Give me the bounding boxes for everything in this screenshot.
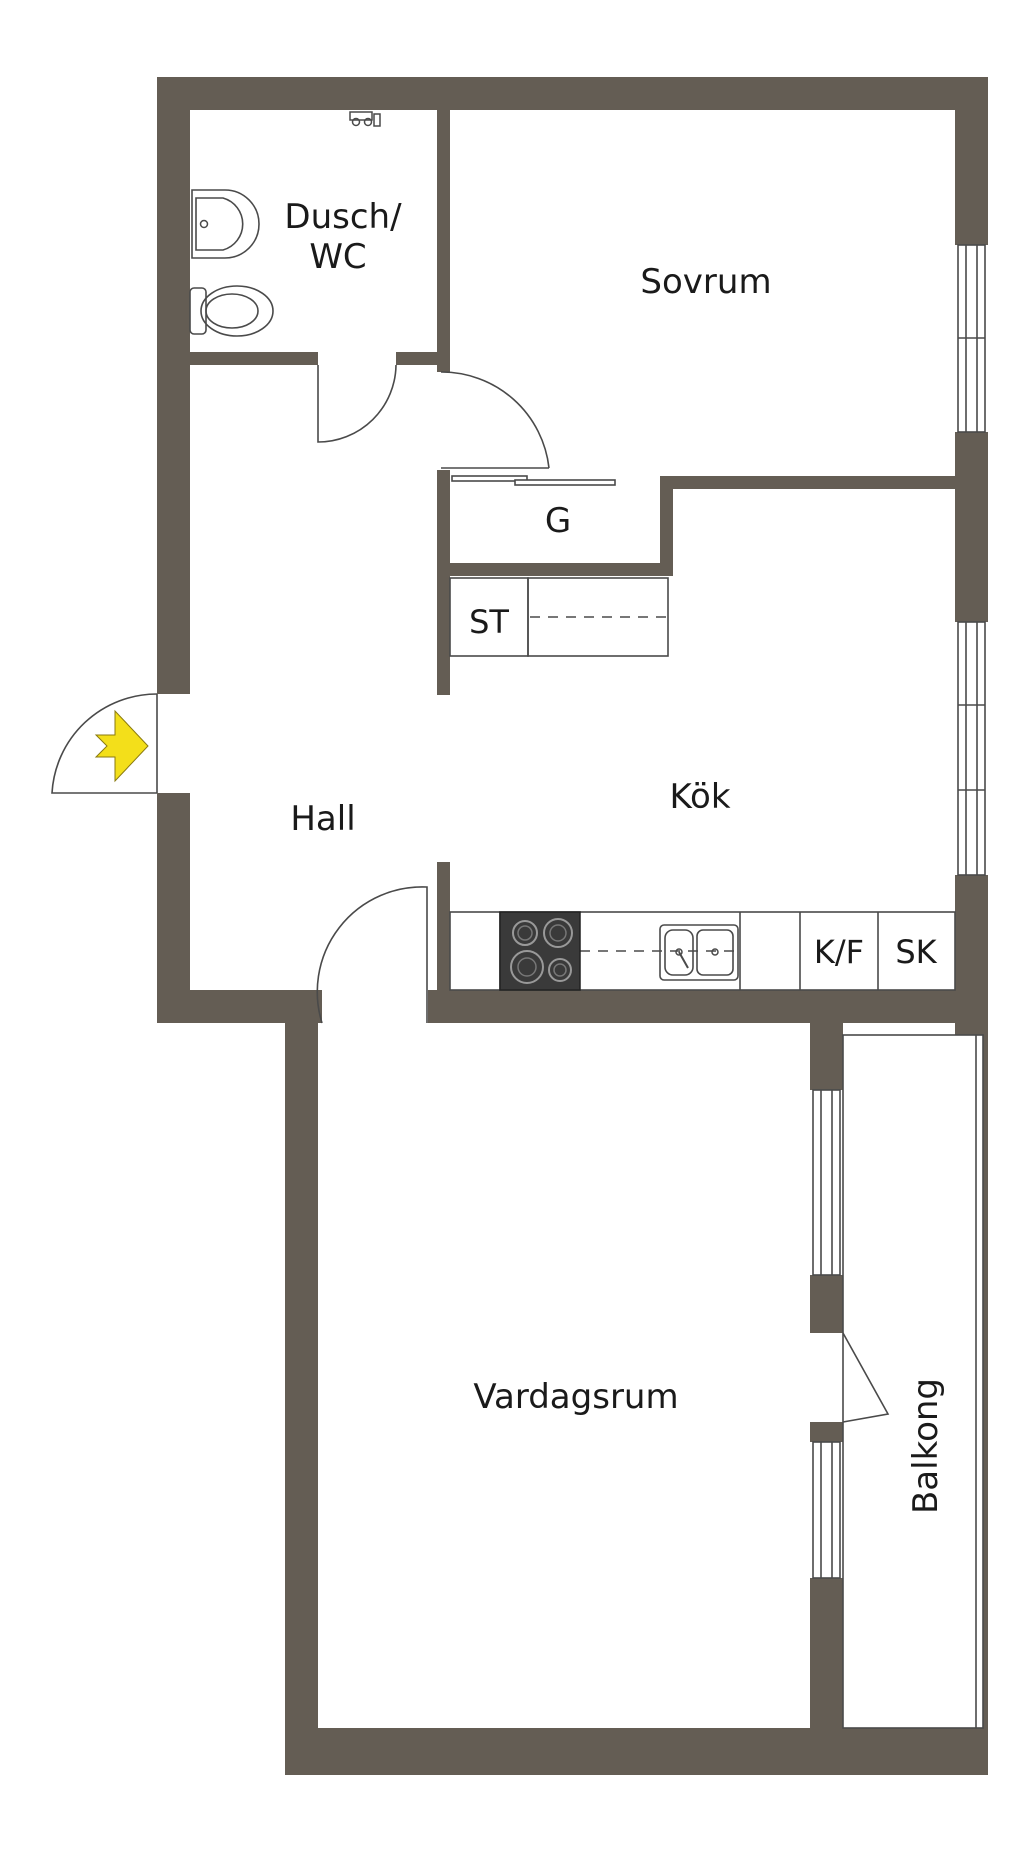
wall-living-right-mid <box>810 1275 843 1333</box>
windows <box>812 244 986 1729</box>
wall-bath-bottom-a <box>190 352 318 365</box>
wall-g-bottom <box>450 563 667 576</box>
counter <box>449 911 956 991</box>
doors <box>51 364 890 1423</box>
window-kok <box>957 621 986 876</box>
label-hall: Hall <box>290 799 355 839</box>
door-sovrum <box>440 371 550 469</box>
entry-arrow-icon <box>94 709 149 783</box>
balcony-railing <box>842 1034 984 1729</box>
wall-hall-bottom <box>157 990 322 1023</box>
closet-shelf <box>527 577 669 657</box>
wall-left-lower <box>157 793 190 1023</box>
wall-living-right-low <box>810 1422 843 1442</box>
hall-closet <box>449 577 669 657</box>
walls <box>157 77 988 1775</box>
hob-icon <box>499 911 581 991</box>
wall-sovrum-bottom <box>660 476 955 489</box>
wall-bath-bottom-b <box>396 352 441 365</box>
label-kok: Kök <box>669 777 730 817</box>
room-labels: Dusch/ WC Sovrum G Hall Kök Vardagsrum B… <box>284 197 946 1514</box>
label-sk: SK <box>895 933 937 971</box>
door-balkong <box>842 1332 890 1423</box>
door-entrance <box>51 693 158 794</box>
window-sovrum <box>957 244 986 433</box>
wall-kitchen-left <box>437 862 450 992</box>
window-vardagsrum-upper <box>812 1089 841 1276</box>
door-bathroom <box>317 364 397 443</box>
washbasin-icon <box>191 189 260 259</box>
wall-living-right-bottom <box>810 1578 843 1748</box>
wall-g-left <box>437 470 450 695</box>
sliding-door-garderob <box>451 475 616 486</box>
wall-living-bottom <box>285 1728 988 1775</box>
wall-kitchen-bottom <box>428 990 988 1023</box>
toilet-icon <box>189 285 274 337</box>
wall-right-mid <box>955 432 988 622</box>
label-balkong: Balkong <box>906 1378 946 1514</box>
shower-tap-icon <box>349 111 381 127</box>
label-garderob: G <box>545 501 571 541</box>
wall-living-left <box>285 1020 318 1775</box>
wall-left-upper <box>157 77 190 694</box>
door-vardagsrum <box>316 886 428 1024</box>
label-st: ST <box>469 603 509 641</box>
wall-top <box>157 77 988 110</box>
label-vardagsrum: Vardagsrum <box>473 1377 678 1417</box>
wall-balcony-right <box>983 1035 988 1748</box>
wall-right-top <box>955 77 988 245</box>
label-sovrum: Sovrum <box>640 262 771 302</box>
sink-icon <box>659 924 739 981</box>
window-vardagsrum-lower <box>812 1441 841 1579</box>
label-kf: K/F <box>814 933 864 971</box>
label-dusch-wc-line2: WC <box>309 237 366 277</box>
wall-bath-right <box>437 110 450 372</box>
wall-living-right-top <box>810 1020 843 1090</box>
bathroom-fixtures <box>189 111 381 337</box>
kitchen-counter <box>449 911 956 991</box>
wall-g-step <box>660 476 673 576</box>
label-dusch-wc-line1: Dusch/ <box>284 197 402 237</box>
